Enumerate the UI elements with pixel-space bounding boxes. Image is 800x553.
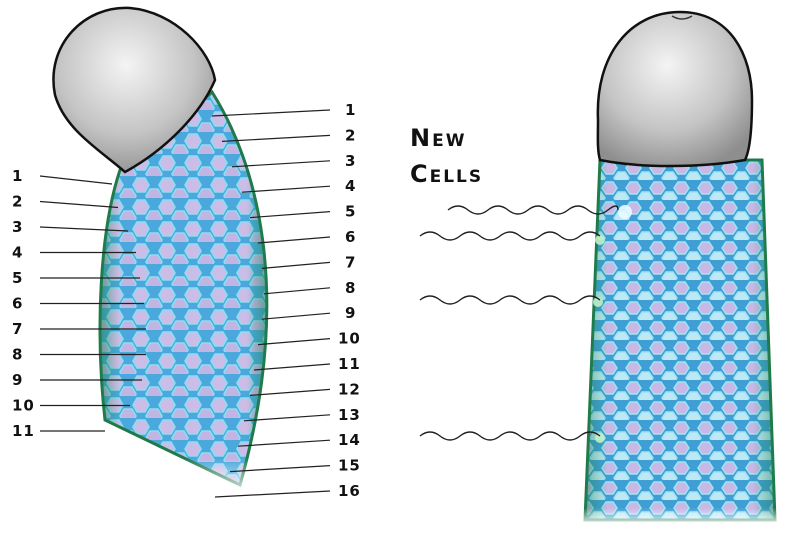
right-leader-line — [253, 363, 331, 371]
right-label: 8 — [345, 279, 356, 297]
right-label: 2 — [345, 126, 356, 144]
right-leader-line — [211, 109, 331, 117]
right-leader-line — [257, 236, 331, 244]
left-label: 6 — [12, 295, 23, 313]
right-leader-line — [243, 414, 331, 422]
right-head — [596, 10, 754, 168]
new-cells-line2: Cells — [410, 160, 483, 188]
right-shaft-edge-shade — [585, 160, 775, 520]
right-label: 4 — [345, 177, 356, 195]
right-label: 5 — [345, 203, 356, 221]
new-cell-highlight — [618, 205, 632, 219]
right-label: 13 — [338, 406, 361, 424]
left-head — [52, 6, 217, 174]
left-label: 8 — [12, 346, 23, 364]
right-label: 10 — [338, 330, 361, 348]
right-label: 9 — [345, 304, 356, 322]
left-leader-line — [39, 226, 129, 232]
left-label: 1 — [12, 167, 23, 185]
wavy-arrow-icon — [447, 205, 619, 215]
right-label: 16 — [338, 482, 361, 500]
left-leader-line — [39, 200, 119, 209]
wavy-arrow-icon — [419, 295, 601, 305]
right-shaft-fade — [580, 440, 780, 525]
left-shaft-fade — [95, 360, 300, 500]
left-label: 10 — [12, 397, 35, 415]
right-head-slit — [671, 15, 693, 20]
right-label: 1 — [345, 101, 356, 119]
right-label: 12 — [338, 380, 361, 398]
left-leader-lines: 1 2 3 4 5 6 7 8 9 10 11 — [12, 167, 146, 440]
left-label: 2 — [12, 193, 23, 211]
left-label: 9 — [12, 371, 23, 389]
left-figure — [52, 6, 300, 500]
new-cells-line1: New — [410, 124, 466, 152]
left-label: 11 — [12, 422, 35, 440]
right-leader-line — [249, 211, 331, 219]
right-label: 14 — [338, 431, 361, 449]
right-figure — [580, 10, 780, 525]
left-label: 3 — [12, 218, 23, 236]
right-label: 7 — [345, 253, 356, 271]
right-label: 11 — [338, 355, 361, 373]
new-cell-highlight — [595, 235, 605, 245]
right-leader-line — [249, 388, 331, 396]
right-label: 6 — [345, 228, 356, 246]
right-leader-line — [261, 312, 331, 320]
right-leader-line — [257, 338, 331, 346]
wavy-arrow-icon — [419, 231, 601, 241]
right-leader-line — [241, 185, 331, 193]
new-cell-highlight — [593, 297, 603, 307]
new-cells-title: New Cells — [410, 124, 483, 188]
right-leader-line — [221, 134, 331, 142]
left-label: 4 — [12, 244, 23, 262]
right-leader-line — [237, 439, 331, 447]
right-leader-line — [263, 287, 331, 295]
left-leader-line — [39, 175, 113, 185]
right-leader-line — [214, 490, 331, 498]
wavy-arrow-icon — [419, 431, 601, 441]
wavy-arrows — [419, 205, 619, 441]
right-leader-line — [261, 261, 331, 269]
right-label: 15 — [338, 457, 361, 475]
right-leader-line — [231, 160, 331, 168]
new-cell-highlight — [595, 433, 605, 443]
right-label: 3 — [345, 152, 356, 170]
left-label: 7 — [12, 320, 23, 338]
left-label: 5 — [12, 269, 23, 287]
right-leader-line — [229, 465, 331, 473]
